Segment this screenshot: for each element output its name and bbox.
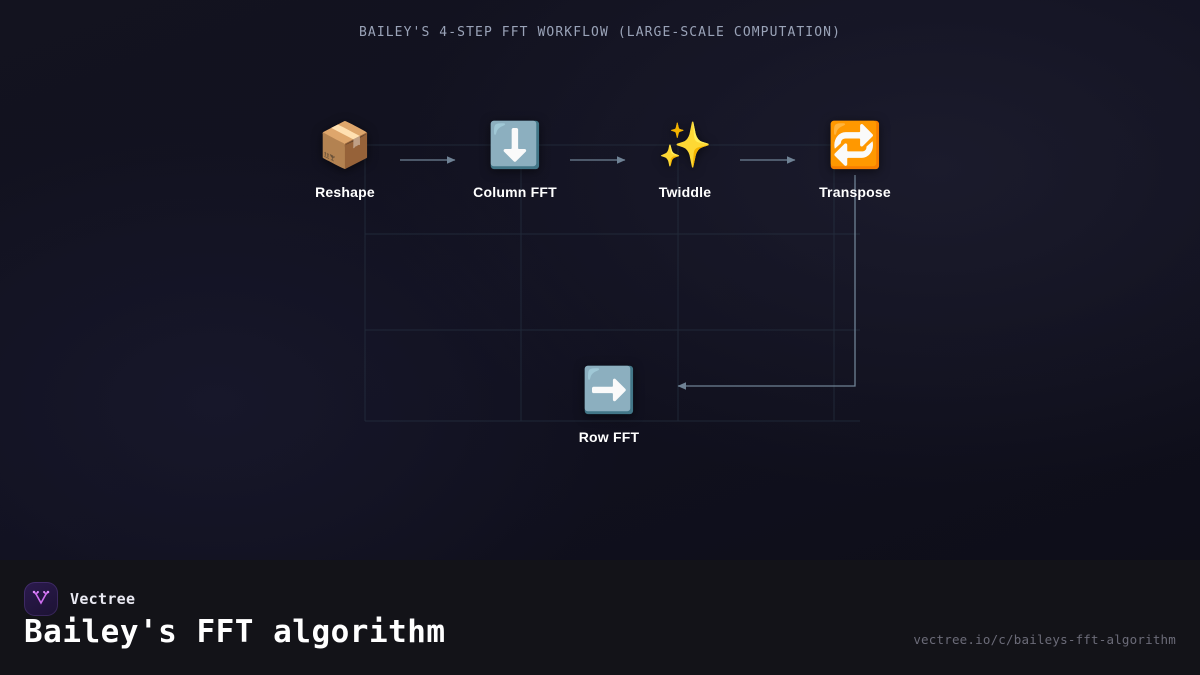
- node-label-reshape: Reshape: [315, 184, 375, 200]
- arrow-right-button-icon: ➡️: [581, 366, 637, 415]
- swap-arrows-icon: 🔁: [827, 121, 883, 170]
- page-url: vectree.io/c/baileys-fft-algorithm: [913, 632, 1176, 647]
- page-title: Bailey's FFT algorithm: [24, 614, 446, 650]
- sparkles-icon: ✨: [657, 121, 713, 170]
- background-grid: [364, 144, 860, 422]
- node-label-column-fft: Column FFT: [473, 184, 557, 200]
- edge-transpose-to-row-fft: [677, 175, 856, 390]
- connector-layer: [400, 156, 856, 390]
- diagram-title: BAILEY'S 4-STEP FFT WORKFLOW (LARGE-SCAL…: [358, 25, 842, 40]
- node-transpose[interactable]: 🔁 Transpose: [775, 120, 935, 200]
- node-column-fft[interactable]: ⬇️ Column FFT: [435, 120, 595, 200]
- arrow-down-button-icon: ⬇️: [487, 121, 543, 170]
- node-label-transpose: Transpose: [819, 184, 891, 200]
- diagram-canvas[interactable]: BAILEY'S 4-STEP FFT WORKFLOW (LARGE-SCAL…: [0, 0, 1200, 560]
- node-label-row-fft: Row FFT: [578, 429, 640, 445]
- package-box-icon: 📦: [317, 121, 373, 170]
- brand-name: Vectree: [70, 590, 136, 608]
- node-twiddle[interactable]: ✨ Twiddle: [605, 120, 765, 200]
- brand: Vectree: [24, 582, 135, 616]
- node-label-twiddle: Twiddle: [658, 184, 712, 200]
- node-row-fft[interactable]: ➡️ Row FFT: [529, 365, 689, 445]
- vectree-logo-icon: [24, 582, 58, 616]
- node-reshape[interactable]: 📦 Reshape: [265, 120, 425, 200]
- footer-bar: Vectree Bailey's FFT algorithm vectree.i…: [0, 560, 1200, 675]
